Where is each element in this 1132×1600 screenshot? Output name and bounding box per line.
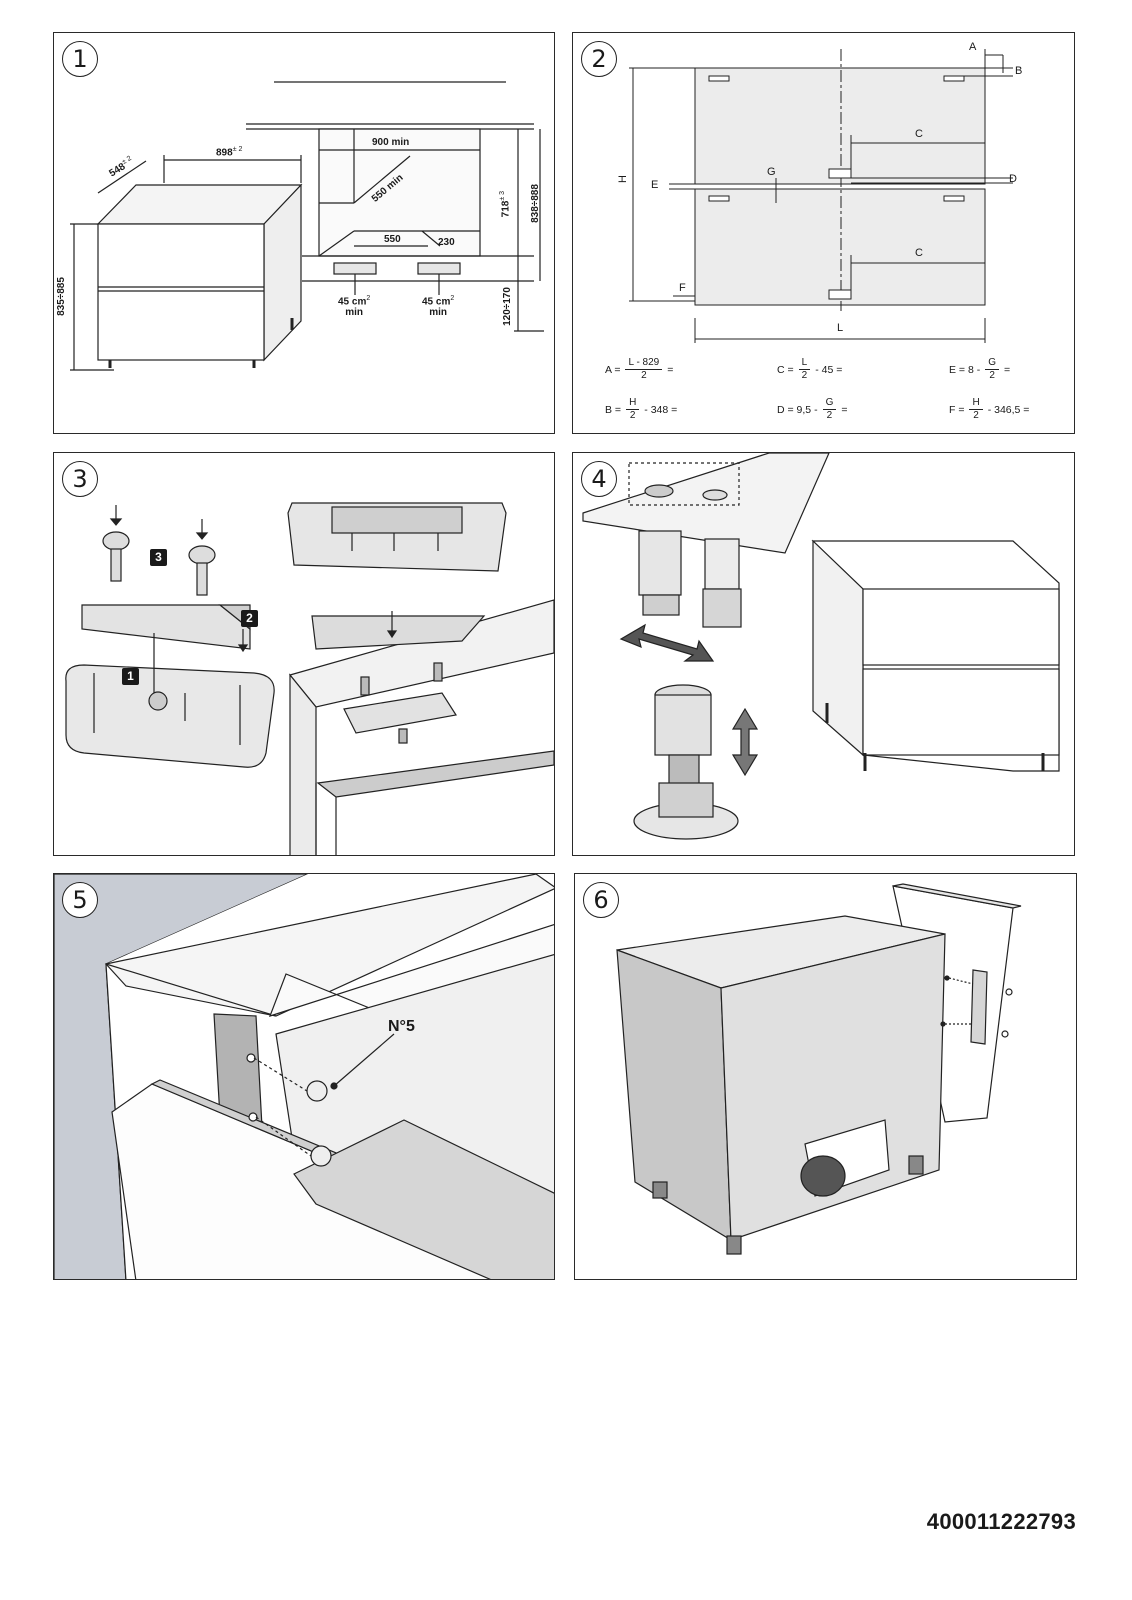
step-number: 1 (62, 41, 98, 77)
width-value: 898 (216, 147, 233, 159)
denominator: 2 (826, 410, 833, 421)
bracket-assembly-drawing (65, 502, 554, 855)
vent-min-label: min (345, 307, 364, 319)
label-B: B (1015, 65, 1023, 77)
formula-lhs: E = 8 - (949, 363, 981, 376)
step-6-panel: 6 (574, 873, 1077, 1280)
height-range-dim: 835÷885 (55, 277, 67, 316)
step-3-panel: 3 (53, 452, 555, 856)
label-A: A (969, 41, 977, 53)
step-2-panel: 2 (572, 32, 1075, 434)
denominator: 2 (801, 370, 808, 381)
step-number: 4 (581, 461, 617, 497)
h838-dim: 838÷888 (529, 184, 541, 223)
formula-lhs: D = 9,5 - (777, 403, 818, 416)
h120-dim: 120÷170 (501, 287, 513, 326)
leg-adjustment-drawing (582, 453, 1060, 840)
document-number: 400011222793 (926, 1509, 1076, 1534)
step-badge-2: 2 (241, 610, 258, 627)
step-1-panel: 1 (53, 32, 555, 434)
bottom-dim-a: 550 (384, 234, 401, 245)
step-number: 5 (62, 882, 98, 918)
h718-tolerance: ± 3 (499, 190, 507, 201)
vent-area-value: 45 cm (338, 296, 367, 308)
label-G: G (767, 166, 776, 178)
step-number: 6 (583, 882, 619, 918)
width-dim: 898± 2 (216, 146, 242, 158)
step-number: 3 (62, 461, 98, 497)
step-badge-1: 1 (122, 668, 139, 685)
side-fixing-drawing (616, 883, 1022, 1255)
formula-rest: - 346,5 = (987, 403, 1030, 416)
vent-area-value: 45 cm (422, 296, 451, 308)
formula-rest: - 45 = (815, 363, 843, 376)
denominator: 2 (989, 370, 995, 381)
vent-min-label: min (429, 307, 448, 319)
cabinet-niche-drawing (70, 81, 544, 371)
vent-area-exponent: 2 (450, 295, 455, 302)
width-tolerance: ± 2 (232, 146, 243, 153)
label-H: H (616, 175, 629, 183)
formula-rest: - 348 = (644, 403, 678, 416)
label-D: D (1009, 173, 1017, 185)
label-E: E (651, 179, 659, 191)
formula-lhs: F = (949, 403, 965, 416)
numerator: H (626, 397, 640, 410)
label-C-lower: C (915, 247, 923, 259)
formula-rest: = (667, 363, 674, 376)
label-L: L (837, 322, 844, 334)
bottom-dim-b: 230 (438, 237, 455, 248)
vent-area-exponent: 2 (366, 295, 371, 302)
door-screw-drawing (54, 874, 554, 1279)
numerator: G (985, 357, 1000, 370)
formula-lhs: C = (777, 363, 794, 376)
formula-rest: = (1004, 363, 1011, 376)
h718-dim: 718± 3 (499, 191, 511, 217)
formula-lhs: B = (605, 403, 622, 416)
step-5-panel: 5 N°5 (53, 873, 555, 1280)
niche-width-dim: 900 min (372, 137, 410, 148)
numerator: L - 829 (625, 357, 663, 370)
step-number: 2 (581, 41, 617, 77)
screw-icon (102, 505, 130, 582)
numerator: L (798, 357, 811, 370)
formula-lhs: A = (605, 363, 621, 376)
step-4-panel: 4 (572, 452, 1075, 856)
label-F: F (679, 282, 686, 294)
numerator: H (969, 397, 983, 410)
denominator: 2 (973, 410, 979, 421)
denominator: 2 (641, 370, 647, 381)
door-fixing-diagram (629, 49, 1013, 343)
numerator: G (822, 397, 837, 410)
step-badge-3: 3 (150, 549, 167, 566)
screw-label: N°5 (388, 1018, 415, 1035)
denominator: 2 (629, 410, 636, 421)
label-C-upper: C (915, 128, 923, 140)
formula-rest: = (841, 403, 848, 416)
h718-value: 718 (500, 200, 512, 218)
